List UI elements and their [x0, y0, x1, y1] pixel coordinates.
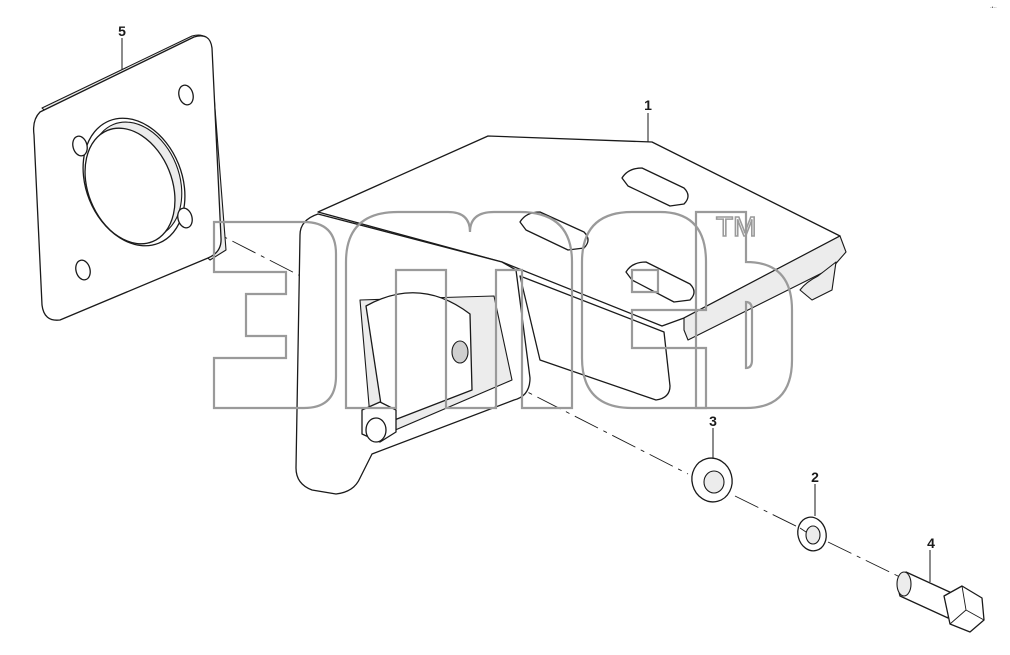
callout-3: 3: [709, 413, 717, 429]
flange-plate-part: [32, 34, 227, 321]
flat-washer-part: [691, 457, 733, 503]
watermark-logo: TM: [212, 210, 794, 410]
leader-lines: [121, 38, 931, 582]
corner-mark: ·•··: [990, 5, 997, 11]
callout-1: 1: [644, 97, 652, 113]
callout-5: 5: [118, 23, 126, 39]
lock-washer-part: [797, 516, 827, 552]
hex-bolt-part: [896, 571, 985, 633]
trademark-mark: TM: [716, 211, 756, 242]
callouts: 5 1 3 2 4: [118, 23, 935, 551]
callout-2: 2: [811, 469, 819, 485]
callout-4: 4: [927, 535, 935, 551]
bracket-part: [295, 135, 847, 495]
